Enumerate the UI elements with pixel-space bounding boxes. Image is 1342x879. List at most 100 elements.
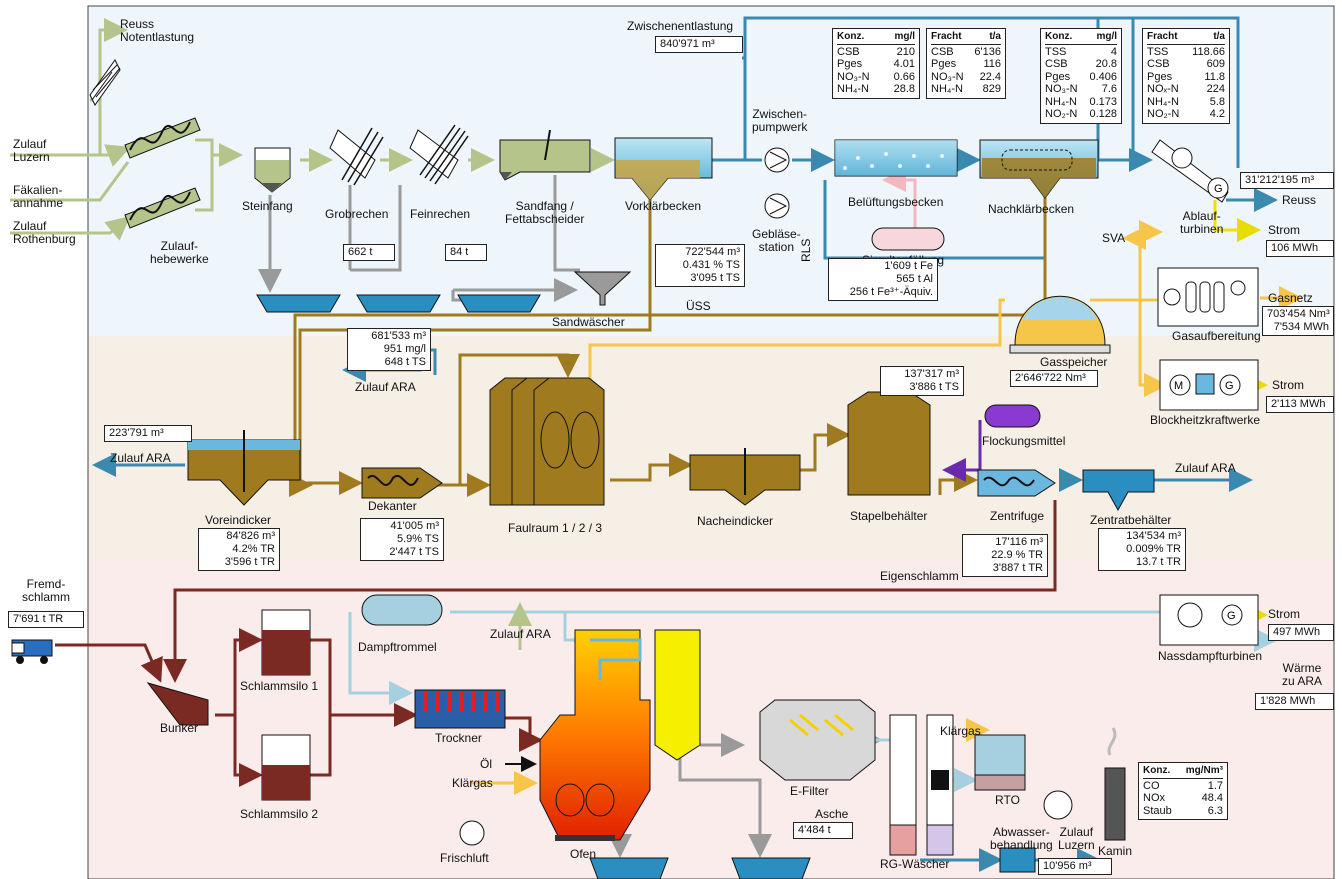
label-nacheindicker: Nacheindicker (697, 514, 774, 528)
rto (974, 734, 1026, 791)
label-rg-waescher: RG-Wäscher (880, 857, 950, 871)
label-belueftungsbecken: Belüftungsbecken (848, 195, 944, 209)
ablaufturbinen: G (1151, 139, 1229, 203)
label-trockner: Trockner (435, 731, 482, 745)
label-voreindicker: Voreindicker (205, 513, 272, 527)
label-zentratbehaelter: Zentratbehälter (1090, 513, 1172, 527)
gasspeicher (1009, 295, 1111, 354)
dry-sludge-lines (55, 500, 1057, 787)
bunker (146, 682, 209, 726)
value-abwasser: 10'956 m³ (1038, 858, 1112, 875)
label-ablaufturbinen: Ablauf-turbinen (1180, 209, 1224, 236)
label-strom-1: Strom (1268, 223, 1301, 237)
label-reuss: Reuss (1282, 193, 1317, 207)
ofen (539, 629, 651, 841)
label-klaergas-1: Klärgas (452, 776, 493, 790)
value-sandfang: 84 t (445, 244, 487, 261)
label-bhkw: Blockheitzkraftwerke (1150, 413, 1261, 427)
notentlastung-screen (89, 59, 121, 106)
label-rls: RLS (799, 238, 813, 262)
label-grobrechen: Grobrechen (325, 207, 389, 221)
label-klaergas-2: Klärgas (940, 724, 981, 738)
label-zulauf-ara-2: Zulauf ARA (110, 451, 171, 465)
value-asche: 4'484 t (793, 822, 853, 839)
containers-top (256, 294, 541, 313)
label-stapelbehaelter: Stapelbehälter (850, 509, 928, 523)
raw-inflow-lines (10, 18, 615, 241)
value-strom-bhkw: 2'113 MWh (1266, 396, 1334, 413)
label-zentrifuge: Zentrifuge (990, 509, 1045, 523)
simultanfaellung-tank (871, 227, 945, 251)
nachklaerbecken (979, 139, 1099, 199)
label-zulauf-ara-3: Zulauf ARA (1175, 461, 1236, 475)
faellung-line (882, 168, 917, 235)
zulauf-screw-pump-1 (124, 117, 201, 159)
label-schlammsilo-1: Schlammsilo 1 (240, 679, 319, 693)
sludge-lines (289, 195, 1047, 497)
label-gasaufbereitung: Gasaufbereitung (1172, 329, 1261, 343)
grobrechen (329, 127, 384, 186)
label-zwischenentlastung: Zwischenentlastung (627, 19, 734, 33)
label-nassdampfturbinen: Nassdampfturbinen (1158, 649, 1263, 663)
label-gasnetz: Gasnetz (1268, 291, 1313, 305)
label-uess: ÜSS (686, 299, 711, 313)
label-e-filter: E-Filter (790, 784, 829, 798)
value-waerme: 1'828 MWh (1255, 693, 1334, 710)
label-dampftrommel: Dampftrommel (358, 640, 437, 654)
zulauf-screw-pump-2 (124, 187, 201, 229)
label-oel: Öl (480, 757, 492, 771)
svg-text:M: M (1174, 380, 1183, 392)
schlammsilo-2 (261, 734, 311, 801)
label-sva: SVA (1102, 231, 1126, 245)
feinrechen (409, 124, 469, 185)
kamin (1104, 727, 1126, 841)
value-strom-ablauf: 106 MWh (1266, 240, 1334, 257)
dekanter (361, 467, 443, 499)
svg-text:G: G (1225, 380, 1234, 392)
label-ofen: Ofen (570, 847, 597, 861)
svg-text:G: G (1214, 183, 1223, 195)
dampftrommel (361, 594, 443, 626)
value-ablauf-reuss: 31'212'195 m³ (1240, 172, 1334, 189)
label-rto: RTO (995, 793, 1020, 807)
label-nachklaerbecken: Nachklärbecken (988, 202, 1075, 216)
label-vorklaerbecken: Vorklärbecken (625, 199, 702, 213)
gasaufbereitung (1157, 267, 1259, 327)
zwischenpumpwerk-pump (764, 147, 790, 173)
steinfang (254, 147, 291, 193)
zentratbehaelter (1082, 469, 1155, 512)
label-strom-3: Strom (1268, 607, 1301, 621)
rto-fan-icon (1043, 790, 1073, 820)
label-eigenschlamm: Eigenschlamm (880, 569, 959, 583)
label-steinfang: Steinfang (242, 199, 293, 213)
value-strom-nassdampf: 497 MWh (1268, 624, 1334, 641)
label-strom-2: Strom (1272, 378, 1305, 392)
label-frischluft: Frischluft (440, 851, 489, 865)
trockner (414, 689, 506, 729)
truck-icon (11, 639, 53, 664)
label-faekalienannahme: Fäkalien-annahme (13, 183, 64, 210)
label-fremdschlamm: Fremd-schlamm (22, 577, 71, 604)
label-asche: Asche (815, 807, 849, 821)
label-faulraum: Faulraum 1 / 2 / 3 (508, 521, 603, 535)
zone-incineration (88, 558, 1334, 879)
label-dekanter: Dekanter (368, 499, 417, 513)
value-grobrechen-screenings: 662 t (343, 244, 395, 261)
flockungsmittel-tank (984, 404, 1041, 428)
svg-text:G: G (1227, 610, 1236, 622)
e-filter (759, 699, 876, 781)
stapelbehaelter (847, 391, 931, 496)
label-schlammsilo-2: Schlammsilo 2 (240, 807, 319, 821)
